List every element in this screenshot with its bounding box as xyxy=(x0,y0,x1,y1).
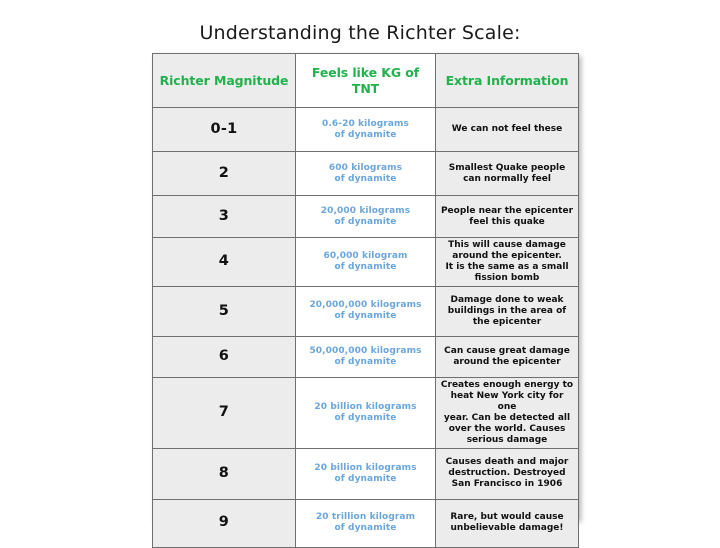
cell-extra-information-line: San Francisco in 1906 xyxy=(451,479,563,490)
cell-extra-information-line: We can not feel these xyxy=(451,124,563,135)
cell-extra-information-line: feel this quake xyxy=(469,216,545,227)
cell-extra-information-line: destruction. Destroyed xyxy=(448,468,566,479)
cell-richter-magnitude-line: 2 xyxy=(218,164,230,181)
cell-richter-magnitude: 7 xyxy=(152,376,296,449)
cell-extra-information-line: Smallest Quake people xyxy=(448,162,566,173)
cell-extra-information-line: over the world. Causes xyxy=(448,423,566,434)
cell-extra-information-line: It is the same as a small xyxy=(445,261,569,272)
cell-extra-information-line: Can cause great damage xyxy=(444,345,570,356)
cell-extra-information-line: Rare, but would cause xyxy=(450,512,564,523)
cell-richter-magnitude: 3 xyxy=(152,195,296,238)
cell-extra-information-line: heat New York city for one xyxy=(450,390,564,412)
cell-extra-information-line: serious damage xyxy=(466,434,548,445)
cell-tnt-equivalent-line: 0.6-20 kilograms xyxy=(322,118,409,129)
cell-tnt-equivalent-line: 20 billion kilograms xyxy=(314,462,417,473)
page-title: Understanding the Richter Scale: xyxy=(199,22,521,44)
cell-tnt-equivalent-line: 20 billion kilograms xyxy=(314,401,417,412)
table-header-row: Richter Magnitude Feels like KG of TNT E… xyxy=(152,53,579,108)
cell-tnt-equivalent-line: 60,000 kilogram xyxy=(323,250,408,261)
column-header-extra-information: Extra Information xyxy=(435,53,579,108)
cell-tnt-equivalent-line: of dynamite xyxy=(334,412,397,423)
cell-richter-magnitude-line: 4 xyxy=(218,253,230,270)
cell-tnt-equivalent-line: 20,000,000 kilograms xyxy=(309,300,422,311)
cell-tnt-equivalent-line: of dynamite xyxy=(334,173,397,184)
cell-richter-magnitude: 6 xyxy=(152,335,296,378)
cell-extra-information-line: the epicenter xyxy=(472,316,542,327)
cell-richter-magnitude-line: 9 xyxy=(218,514,230,531)
cell-richter-magnitude: 8 xyxy=(152,447,296,500)
cell-extra-information-line: around the epicenter xyxy=(453,356,561,367)
cell-richter-magnitude-line: 5 xyxy=(218,302,230,319)
cell-extra-information-line: around the epicenter. xyxy=(452,250,562,261)
cell-tnt-equivalent-line: of dynamite xyxy=(334,356,397,367)
cell-tnt-equivalent-line: of dynamite xyxy=(334,473,397,484)
cell-extra-information-line: This will cause damage xyxy=(448,240,566,250)
column-header-richter-magnitude: Richter Magnitude xyxy=(152,53,296,108)
cell-extra-information: We can not feel these xyxy=(435,107,579,152)
cell-richter-magnitude: 2 xyxy=(152,151,296,196)
cell-tnt-equivalent-line: 600 kilograms xyxy=(328,162,403,173)
cell-tnt-equivalent-line: 20,000 kilograms xyxy=(320,205,411,216)
cell-extra-information-line: Creates enough energy to xyxy=(440,379,574,390)
richter-scale-table-container: Richter Magnitude Feels like KG of TNT E… xyxy=(152,53,579,548)
cell-tnt-equivalent-line: 20 trillion kilogram xyxy=(315,512,416,523)
cell-extra-information-line: buildings in the area of xyxy=(447,305,567,316)
cell-extra-information-line: Damage done to weak xyxy=(450,294,564,305)
cell-extra-information-line: fission bomb xyxy=(474,272,540,283)
cell-extra-information-line: People near the epicenter xyxy=(440,205,574,216)
cell-richter-magnitude-line: 0-1 xyxy=(210,120,238,137)
richter-scale-table: Richter Magnitude Feels like KG of TNT E… xyxy=(152,53,579,548)
cell-extra-information-line: year. Can be detected all xyxy=(443,412,571,423)
cell-richter-magnitude-line: 3 xyxy=(218,207,230,224)
cell-extra-information-line: Causes death and major xyxy=(445,457,569,468)
cell-tnt-equivalent-line: of dynamite xyxy=(334,216,397,227)
cell-extra-information-line: unbelievable damage! xyxy=(450,523,564,534)
cell-richter-magnitude-line: 6 xyxy=(218,348,230,365)
column-header-feels-like-kg-of-tnt: Feels like KG of TNT xyxy=(295,53,436,108)
cell-tnt-equivalent-line: of dynamite xyxy=(334,523,397,534)
cell-tnt-equivalent-line: of dynamite xyxy=(334,261,397,272)
cell-extra-information-line: can normally feel xyxy=(463,173,551,184)
cell-richter-magnitude-line: 7 xyxy=(218,403,230,420)
cell-richter-magnitude: 4 xyxy=(152,237,296,287)
cell-richter-magnitude: 0-1 xyxy=(152,107,296,152)
cell-tnt-equivalent-line: of dynamite xyxy=(334,311,397,322)
cell-richter-magnitude: 5 xyxy=(152,285,296,337)
cell-tnt-equivalent-line: of dynamite xyxy=(334,129,397,140)
cell-richter-magnitude-line: 8 xyxy=(218,464,230,481)
cell-tnt-equivalent-line: 50,000,000 kilograms xyxy=(309,345,422,356)
